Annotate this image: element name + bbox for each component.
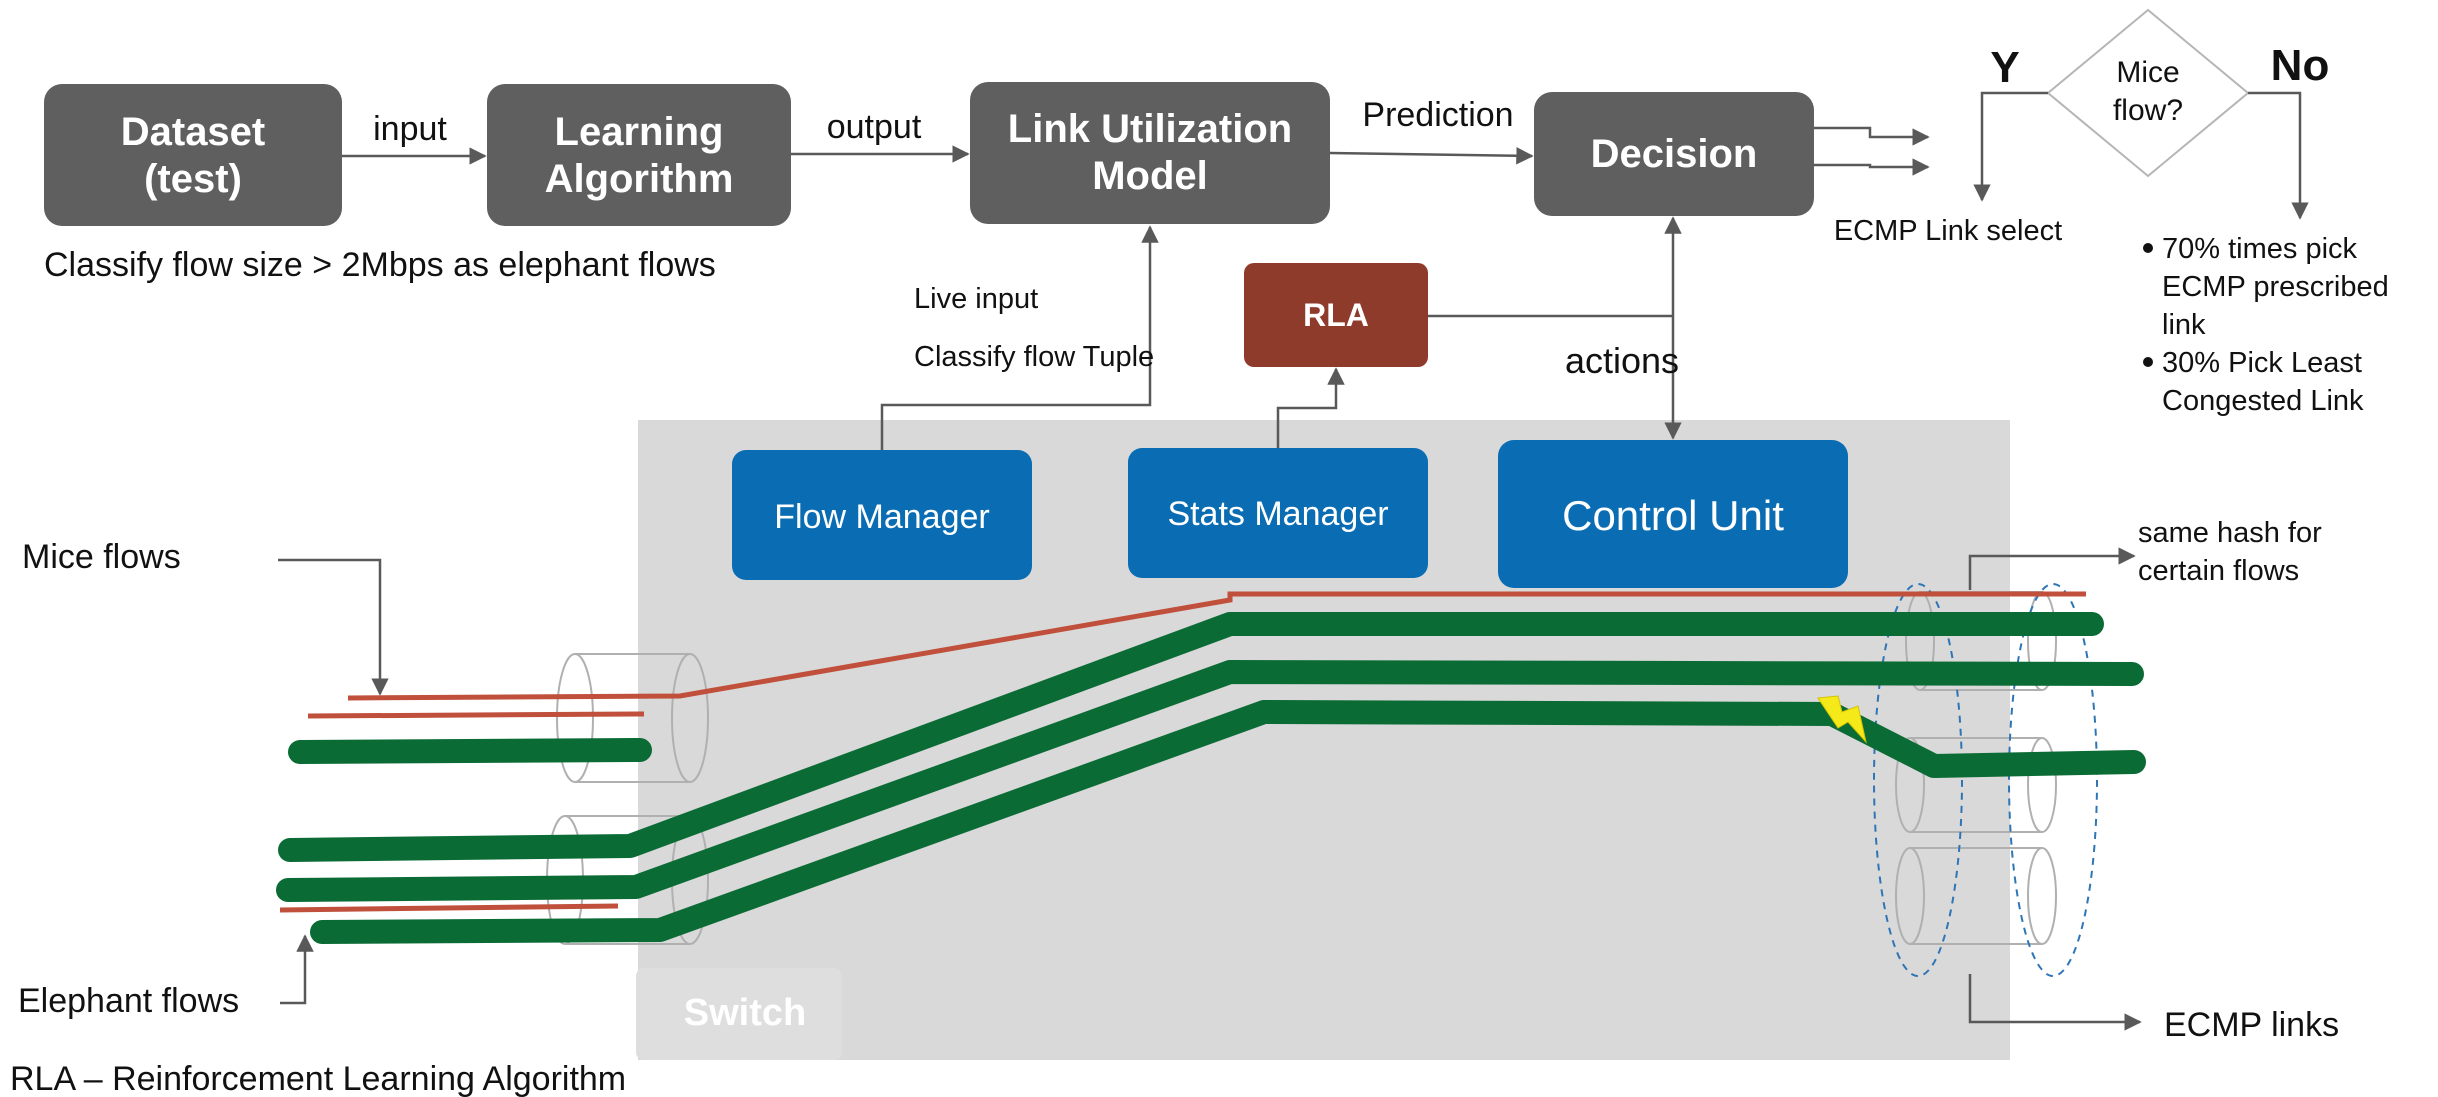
edge-label-prediction: Prediction — [1362, 96, 1513, 134]
edge-label-output: output — [827, 108, 922, 146]
same-hash-label-1: same hash for — [2138, 517, 2322, 549]
link-utilization-model-box: Link Utilization Model — [970, 82, 1330, 224]
ecmp-group-outline-left — [1873, 583, 1963, 977]
learning-algorithm-box: Learning Algorithm — [487, 84, 791, 226]
no-results-list: 70% times pick ECMP prescribed link 30% … — [2143, 233, 2389, 417]
elephant-flows-pointer — [280, 934, 314, 1005]
decision-box: Decision — [1534, 92, 1814, 216]
mice-flows-pointer — [278, 558, 389, 696]
switch-label-bg — [636, 968, 842, 1060]
edge-label-classify-tuple: Classify flow Tuple — [914, 341, 1154, 373]
mice-flows — [279, 591, 2086, 913]
switch-label: Switch — [684, 992, 806, 1034]
dataset-label-1: Dataset — [121, 110, 266, 154]
diamond-label-2: flow? — [2113, 94, 2183, 127]
yes-label: Y — [1990, 43, 2019, 92]
mice-flow-diamond — [2046, 8, 2250, 178]
edge-label-live-input: Live input — [914, 283, 1038, 315]
elephant-flow-3 — [310, 700, 2146, 944]
arrow-prediction — [1329, 147, 1534, 165]
ecmp-links-label: ECMP links — [2164, 1006, 2339, 1044]
diamond-label-1: Mice — [2116, 56, 2179, 89]
edge-label-actions: actions — [1565, 340, 1679, 381]
no-result-line-5: Congested Link — [2162, 385, 2364, 417]
ingress-link-bottom — [546, 815, 709, 945]
model-label-1: Link Utilization — [1008, 107, 1292, 151]
elephant-flows-label: Elephant flows — [18, 982, 239, 1020]
dataset-box: Dataset (test) — [44, 84, 342, 226]
elephant-flow-isolated — [288, 738, 652, 764]
mice-flow-2 — [307, 711, 645, 719]
learning-label-2: Algorithm — [545, 157, 734, 201]
link-fault-icon — [1817, 695, 1867, 744]
no-result-line-1: 70% times pick — [2162, 233, 2358, 265]
yes-result-label: ECMP Link select — [1834, 215, 2062, 247]
same-hash-pointer — [1968, 547, 2136, 590]
rla-label: RLA — [1303, 297, 1369, 333]
ecmp-group-outline-right — [2008, 583, 2098, 977]
yes-branch-arrow — [1973, 91, 2048, 202]
arrow-live-input — [880, 225, 1159, 450]
legend-rla: RLA – Reinforcement Learning Algorithm — [10, 1060, 626, 1097]
dataset-label-2: (test) — [144, 157, 242, 201]
arrow-stats-to-rla — [1276, 367, 1345, 448]
no-label: No — [2271, 41, 2330, 90]
learning-label-1: Learning — [555, 110, 724, 154]
ecmp-links-pointer — [1968, 974, 2142, 1031]
decision-output-1 — [1814, 126, 1930, 146]
ecmp-link-3 — [1895, 847, 2057, 945]
flow-manager-label: Flow Manager — [774, 498, 989, 536]
stats-manager-label: Stats Manager — [1167, 495, 1388, 533]
elephant-flow-1 — [278, 612, 2104, 862]
classify-note: Classify flow size > 2Mbps as elephant f… — [44, 246, 716, 284]
ingress-link-top — [556, 653, 709, 783]
rla-box: RLA — [1244, 263, 1428, 367]
ecmp-link-2 — [1895, 737, 2057, 833]
no-result-line-2: ECMP prescribed — [2162, 271, 2389, 303]
mice-flow-1 — [347, 591, 2086, 701]
no-result-line-3: link — [2162, 309, 2206, 341]
mice-flows-label: Mice flows — [22, 538, 181, 576]
flow-manager-box: Flow Manager — [732, 450, 1032, 580]
decision-output-2 — [1814, 158, 1930, 176]
stats-manager-box: Stats Manager — [1128, 448, 1428, 578]
no-result-line-4: 30% Pick Least — [2162, 347, 2362, 379]
mice-flow-3 — [279, 903, 619, 913]
decision-label: Decision — [1591, 132, 1758, 176]
control-unit-label: Control Unit — [1562, 492, 1784, 539]
elephant-flow-2 — [276, 660, 2144, 902]
elephant-flows — [276, 612, 2146, 944]
edge-label-input: input — [373, 110, 447, 148]
no-branch-arrow — [2248, 91, 2309, 220]
model-label-2: Model — [1092, 154, 1208, 198]
control-unit-box: Control Unit — [1498, 440, 1848, 588]
same-hash-label-2: certain flows — [2138, 555, 2299, 587]
